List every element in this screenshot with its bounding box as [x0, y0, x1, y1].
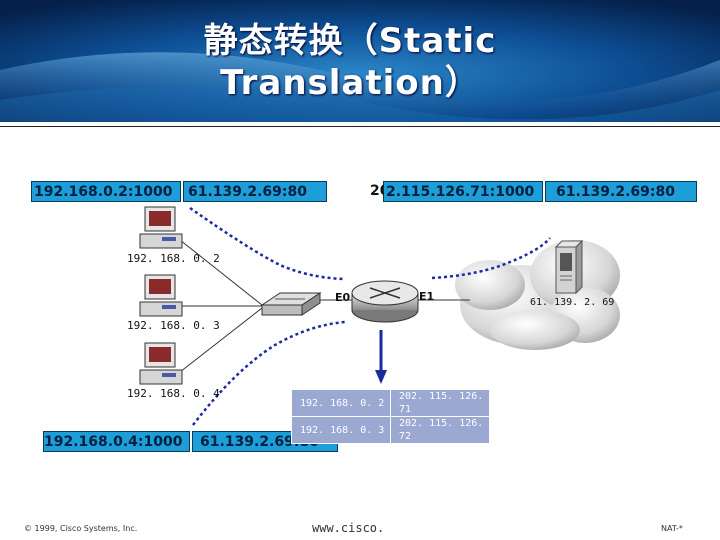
nat-translation-table: 192. 168. 0. 2 202. 115. 126. 71 192. 16… — [291, 389, 490, 444]
computer-icon — [139, 342, 183, 385]
translation-flow — [189, 206, 551, 426]
table-cell-inside: 192. 168. 0. 3 — [291, 416, 391, 444]
flow-top-left — [189, 206, 346, 281]
header-background — [0, 0, 720, 122]
server-icon — [554, 239, 584, 295]
link-host3-switch — [179, 307, 263, 373]
flow-bottom — [192, 320, 346, 426]
tag-top-right-global: 61.139.2.69:80 — [545, 181, 697, 202]
server-label: 61. 139. 2. 69 — [530, 297, 615, 308]
host-label-1: 192. 168. 0. 2 — [127, 252, 220, 265]
table-cell-inside: 192. 168. 0. 2 — [291, 389, 391, 417]
footer-copyright: © 1999, Cisco Systems, Inc. — [24, 524, 138, 533]
header-banner — [0, 0, 720, 122]
flow-top-right — [431, 237, 551, 280]
host-label-2: 192. 168. 0. 3 — [127, 319, 220, 332]
tag-top-left-inside: 192.168.0.2:1000 — [31, 181, 181, 202]
table-cell-global: 202. 115. 126. 72 — [390, 416, 490, 444]
host-label-3: 192. 168. 0. 4 — [127, 387, 220, 400]
arrow-down-icon — [375, 330, 387, 384]
table-cell-global: 202. 115. 126. 71 — [390, 389, 490, 417]
computer-icon — [139, 274, 183, 317]
footer-page: NAT-* — [661, 524, 683, 533]
header-divider — [0, 126, 720, 127]
footer-site: www.cisco. — [312, 521, 385, 535]
router-icon — [351, 280, 419, 323]
tag-top-left-global: 61.139.2.69:80 — [183, 181, 327, 202]
tag-bottom-inside: 192.168.0.4:1000 — [43, 431, 190, 452]
tag-top-right-prefix: 20 — [370, 183, 384, 199]
table-row: 192. 168. 0. 2 202. 115. 126. 71 — [291, 389, 490, 417]
table-row: 192. 168. 0. 3 202. 115. 126. 72 — [291, 416, 490, 444]
iface-e0: E0 — [335, 291, 351, 304]
switch-icon — [260, 292, 322, 316]
iface-e1: E1 — [419, 290, 435, 303]
internet-cloud — [455, 240, 620, 350]
tag-top-right-inside: 2.115.126.71:1000 — [383, 181, 543, 202]
slide-title: 静态转换（Static Translation） — [203, 21, 497, 103]
link-host1-switch — [179, 239, 263, 306]
link-lines — [179, 239, 470, 373]
tag-gap — [368, 181, 383, 202]
computer-icon — [139, 206, 183, 249]
